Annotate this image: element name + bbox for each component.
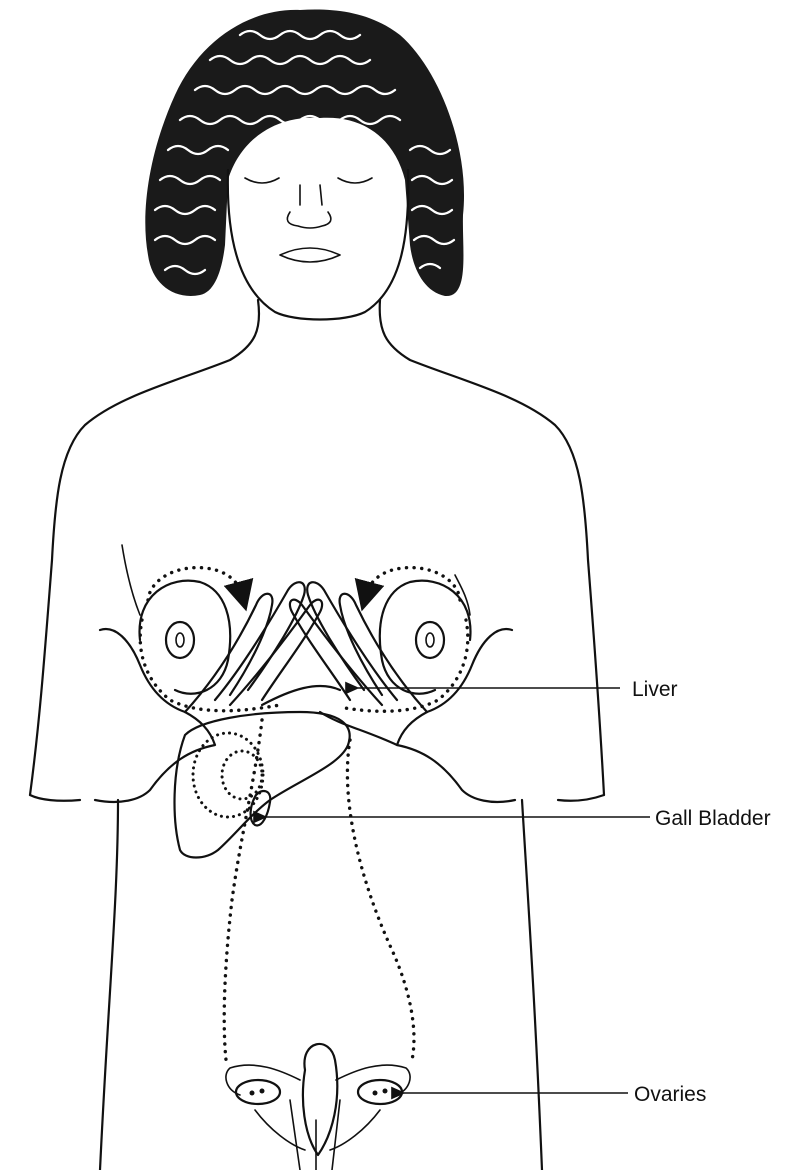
uterus [226, 1044, 410, 1155]
mouth [280, 248, 340, 262]
energy-flow-paths [140, 568, 468, 1060]
left-nipple [166, 622, 194, 658]
left-ovary [236, 1080, 280, 1104]
label-leaders [266, 688, 650, 1093]
nose-bridge [300, 185, 322, 205]
nose [287, 212, 331, 228]
liver [175, 712, 350, 858]
liver-label: Liver [632, 678, 678, 701]
right-eye [338, 178, 372, 183]
face [228, 170, 408, 320]
left-eye [245, 178, 279, 183]
right-nipple [416, 622, 444, 658]
body-outline [30, 300, 604, 1170]
hair [145, 10, 464, 297]
ovaries-label: Ovaries [634, 1083, 706, 1106]
hands [95, 582, 515, 802]
gall-bladder-label: Gall Bladder [655, 807, 771, 830]
right-ovary [358, 1080, 402, 1104]
